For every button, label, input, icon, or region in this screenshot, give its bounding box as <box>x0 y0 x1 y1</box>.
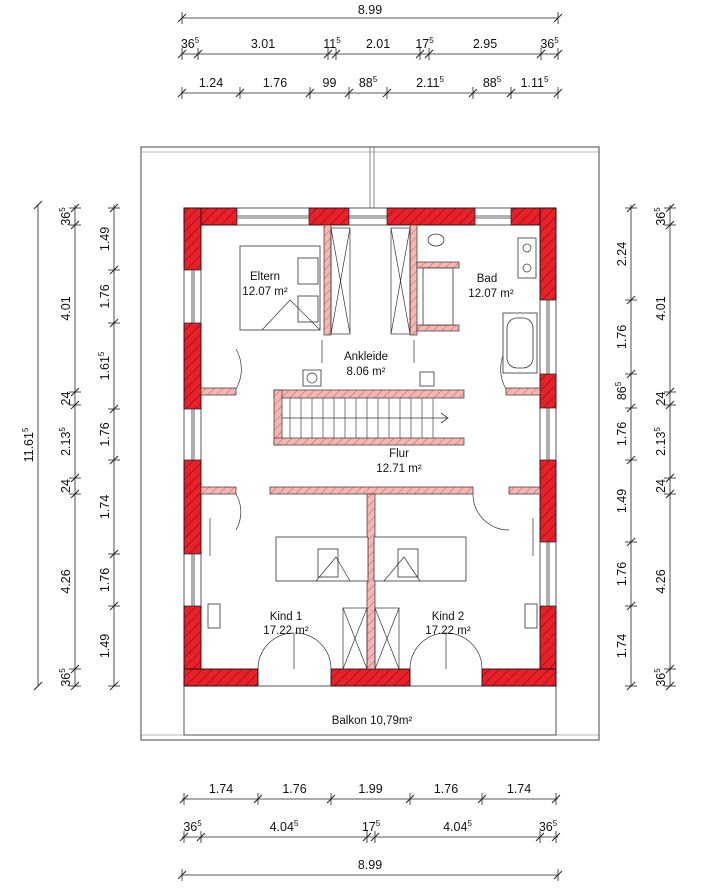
left-overall-dim: 11.615 <box>21 427 36 462</box>
dim-label: 24 <box>654 479 668 493</box>
dim-label: 2.01 <box>366 37 390 51</box>
dim-label: 365 <box>539 819 558 834</box>
dim-label: 1.76 <box>282 782 306 796</box>
dim-label: 175 <box>415 36 434 51</box>
bed-kind2 <box>373 536 467 582</box>
dim-label: 1.99 <box>358 782 382 796</box>
dim-label: 99 <box>323 76 337 90</box>
room-ankleide-name: Ankleide <box>344 351 388 363</box>
exterior-walls <box>183 207 557 687</box>
dim-label: 24 <box>59 479 73 493</box>
room-kind1-area: 17.22 m² <box>263 625 309 637</box>
room-eltern-area: 12.07 m² <box>242 286 288 298</box>
dim-label: 2.135 <box>653 427 668 456</box>
dim-label: 1.615 <box>97 351 112 380</box>
dim-label: 365 <box>181 36 200 51</box>
dim-label: 1.76 <box>615 562 629 586</box>
room-flur-area: 12.71 m² <box>376 463 422 475</box>
room-kind2-name: Kind 2 <box>432 611 465 623</box>
dim-label: 885 <box>483 75 502 90</box>
dim-label: 1.76 <box>615 325 629 349</box>
dim-label: 365 <box>653 207 668 226</box>
dim-label: 1.24 <box>199 76 223 90</box>
dim-label: 4.01 <box>654 296 668 320</box>
dim-label: 4.01 <box>59 296 73 320</box>
dim-label: 865 <box>614 381 629 400</box>
dim-label: 3.01 <box>251 37 275 51</box>
dim-label: 1.49 <box>98 634 112 658</box>
room-eltern-name: Eltern <box>250 271 280 283</box>
balcony-outline <box>183 685 557 736</box>
room-flur-name: Flur <box>389 448 409 460</box>
furniture <box>207 233 538 629</box>
dim-label: 4.26 <box>59 569 73 593</box>
right-dimensions: 2.24 1.76 865 1.76 1.49 1.76 1.74 365 4.01 24 2.1… <box>614 203 676 691</box>
room-balkon-label: Balkon 10,79m² <box>332 715 413 727</box>
dim-label: 365 <box>183 819 202 834</box>
dim-label: 1.74 <box>209 782 233 796</box>
room-kind2-area: 17.22 m² <box>425 625 471 637</box>
dim-label: 1.76 <box>434 782 458 796</box>
dim-label: 1.76 <box>98 568 112 592</box>
dim-label: 4.045 <box>443 819 472 834</box>
bottom-overall-dim: 8.99 <box>358 858 382 872</box>
staircase <box>273 389 465 446</box>
dim-label: 1.49 <box>98 227 112 251</box>
room-bad-area: 12.07 m² <box>468 288 514 300</box>
toilet-icon <box>427 233 445 247</box>
dim-label: 2.135 <box>58 427 73 456</box>
dim-label: 885 <box>359 75 378 90</box>
dim-label: 365 <box>58 668 73 687</box>
room-labels: Eltern 12.07 m² Ankleide 8.06 m² Bad 12.… <box>242 271 514 727</box>
room-ankleide-area: 8.06 m² <box>347 366 386 378</box>
dim-label: 1.76 <box>98 284 112 308</box>
dim-label: 115 <box>323 36 341 51</box>
dim-label: 24 <box>59 392 73 406</box>
dim-label: 1.74 <box>98 495 112 519</box>
top-overall-dim: 8.99 <box>358 3 382 17</box>
windows <box>183 207 557 607</box>
dim-label: 2.95 <box>473 37 497 51</box>
dim-label: 365 <box>58 207 73 226</box>
dim-label: 175 <box>362 819 381 834</box>
dim-label: 24 <box>654 392 668 406</box>
dim-label: 1.74 <box>615 634 629 658</box>
dim-label: 2.24 <box>615 242 629 266</box>
dim-label: 365 <box>653 668 668 687</box>
bottom-dimensions: 1.74 1.76 1.99 1.76 1.74 365 4.045 175 4.045 365… <box>177 782 563 881</box>
doors <box>235 340 510 670</box>
top-dimensions: 8.99 365 3.01 115 2.01 175 2.95 365 1.24 1.76 99… <box>177 3 563 99</box>
dim-label: 4.26 <box>654 569 668 593</box>
room-kind1-name: Kind 1 <box>270 611 303 623</box>
sink <box>517 237 537 279</box>
wardrobes <box>330 227 411 670</box>
dim-label: 1.76 <box>98 422 112 446</box>
left-dimensions: 11.615 365 4.01 24 2.135 24 4.26 365 1.49 1.76 1… <box>21 200 120 691</box>
dim-label: 2.115 <box>416 75 444 90</box>
dim-label: 4.045 <box>270 819 299 834</box>
dim-label: 365 <box>540 36 559 51</box>
room-bad-name: Bad <box>477 273 497 285</box>
dim-label: 1.76 <box>263 76 287 90</box>
dim-label: 1.115 <box>521 75 549 90</box>
dim-label: 1.74 <box>507 782 531 796</box>
dim-label: 1.49 <box>615 489 629 513</box>
dim-label: 1.76 <box>615 422 629 446</box>
